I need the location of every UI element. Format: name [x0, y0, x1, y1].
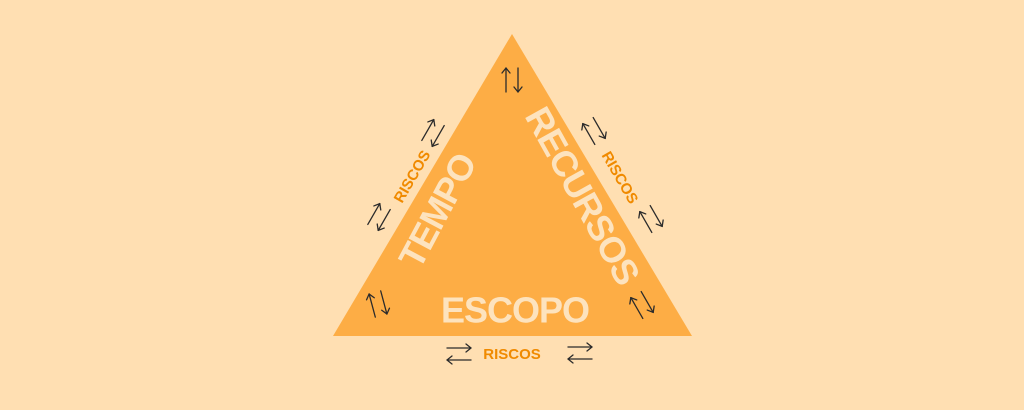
arrow-pair-icon — [567, 342, 593, 364]
arrow-pair-icon — [446, 343, 472, 365]
arrow-pair-icon — [363, 200, 395, 234]
arrow-pair-icon — [417, 116, 449, 150]
arrow-pair-icon — [635, 202, 667, 236]
escopo-label: ESCOPO — [441, 290, 589, 331]
arrow-pair-icon — [578, 114, 610, 148]
triangle-shape — [333, 34, 692, 336]
risk-label-bottom: RISCOS — [483, 346, 541, 363]
